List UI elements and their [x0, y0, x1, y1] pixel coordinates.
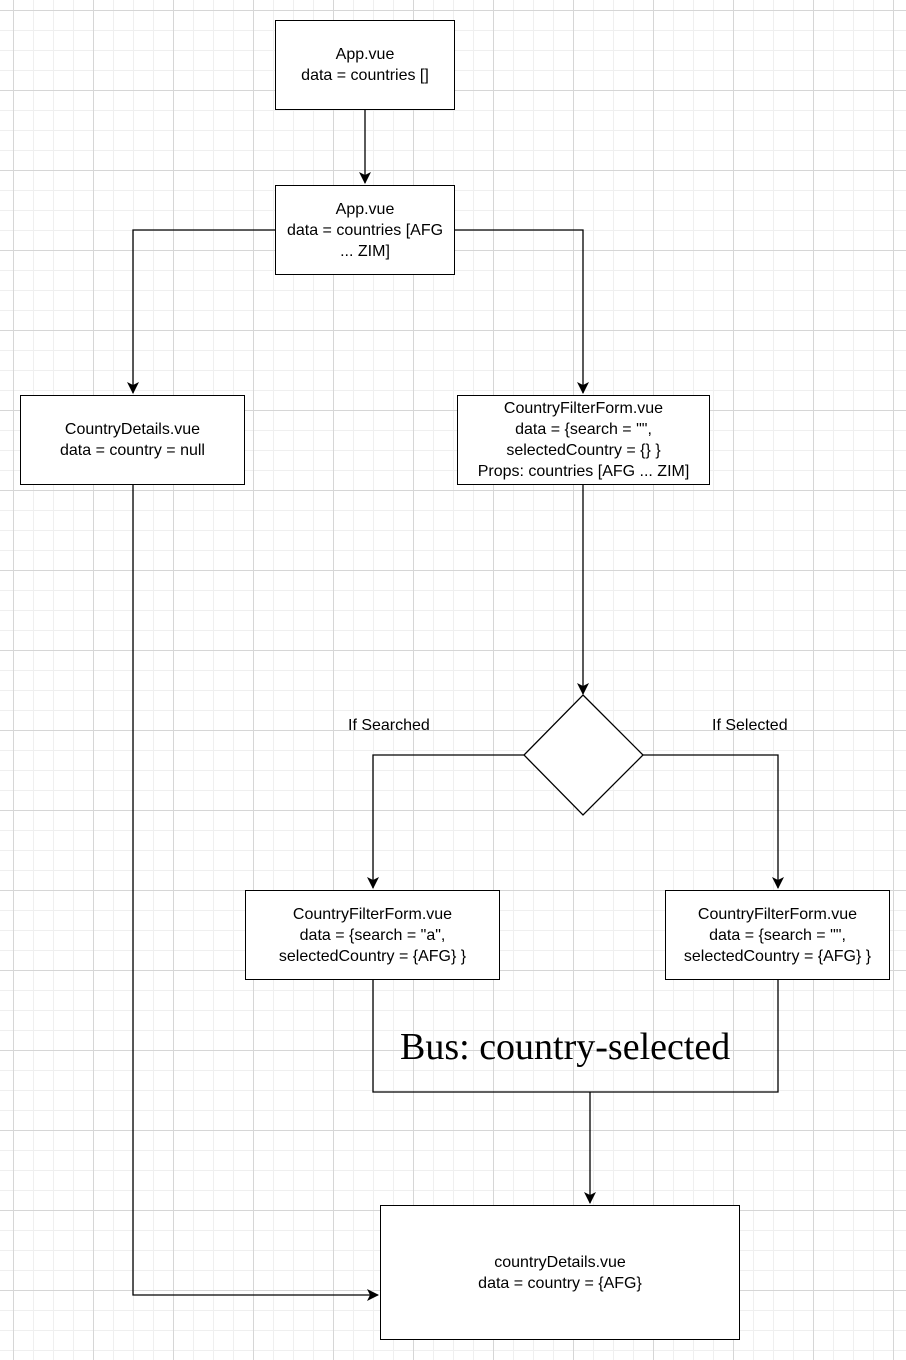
node-app-loaded-line3: ... ZIM] — [340, 242, 390, 260]
decision-diamond — [523, 694, 644, 816]
node-filter-searched-line2: data = {search = "a", — [299, 926, 446, 944]
node-filter-form-line4: Props: countries [AFG ... ZIM] — [477, 463, 690, 480]
node-filter-selected: CountryFilterForm.vue data = {search = "… — [665, 890, 890, 980]
node-filter-searched-line1: CountryFilterForm.vue — [292, 905, 453, 923]
node-filter-searched-line3: selectedCountry = {AFG} } — [278, 947, 467, 965]
node-app-loaded-line1: App.vue — [335, 200, 395, 218]
edge-label-if-selected: If Selected — [712, 717, 788, 734]
node-filter-form-line3: selectedCountry = {} } — [506, 442, 661, 459]
node-country-details-final-line1: countryDetails.vue — [494, 1253, 626, 1271]
node-country-details-initial-line2: data = country = null — [60, 442, 205, 459]
node-filter-searched: CountryFilterForm.vue data = {search = "… — [245, 890, 500, 980]
node-app-initial-line1: App.vue — [335, 46, 395, 63]
node-filter-selected-line3: selectedCountry = {AFG} } — [683, 947, 872, 965]
node-app-loaded: App.vue data = countries [AFG ... ZIM] — [275, 185, 455, 275]
edge-bus-join — [372, 980, 779, 1093]
edge-label-if-searched: If Searched — [348, 717, 430, 734]
node-filter-selected-line1: CountryFilterForm.vue — [697, 905, 858, 923]
edge-country-details-to-final — [132, 485, 379, 1301]
node-country-details-initial-line1: CountryDetails.vue — [64, 421, 201, 438]
node-country-details-final: countryDetails.vue data = country = {AFG… — [380, 1205, 740, 1340]
bus-label: Bus: country-selected — [400, 1026, 731, 1068]
node-filter-selected-line2: data = {search = "", — [709, 926, 846, 944]
node-filter-form-line1: CountryFilterForm.vue — [503, 400, 664, 417]
edge-app-loaded-to-filter-form — [455, 229, 589, 394]
node-country-details-final-line2: data = country = {AFG} — [478, 1274, 642, 1292]
node-filter-form-line2: data = {search = "", — [515, 421, 652, 438]
edge-decision-to-selected — [643, 754, 784, 889]
node-app-initial: App.vue data = countries [] — [275, 20, 455, 110]
node-country-details-initial: CountryDetails.vue data = country = null — [20, 395, 245, 485]
node-app-initial-line2: data = countries [] — [301, 67, 429, 84]
node-app-loaded-line2: data = countries [AFG — [286, 221, 444, 239]
edge-decision-to-searched — [367, 754, 524, 889]
edge-app-loaded-to-country-details — [127, 229, 275, 394]
node-filter-form: CountryFilterForm.vue data = {search = "… — [457, 395, 710, 485]
